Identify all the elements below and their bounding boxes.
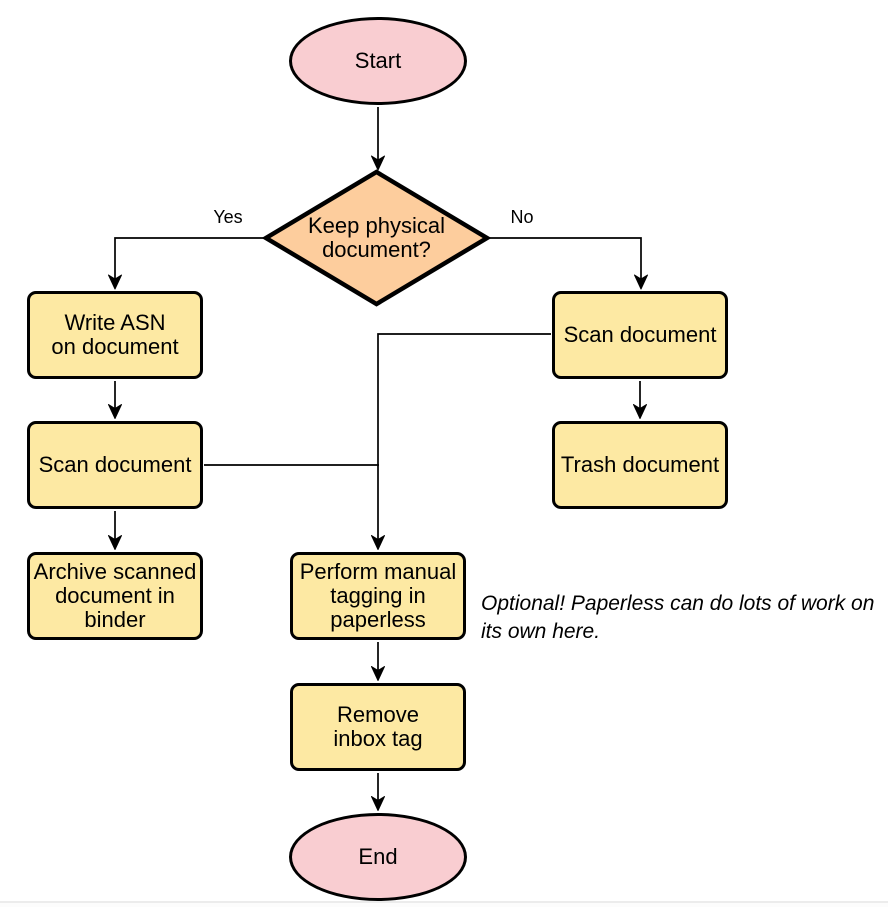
optional-note-line-2: its own here. (481, 620, 601, 643)
node-remove-inbox-line-1: Remove (337, 702, 419, 727)
node-scan-right-label: Scan document (563, 322, 717, 347)
edge-label-no: No (497, 206, 547, 228)
decision-diamond-shape (261, 169, 492, 307)
optional-note: Optional! Paperless can do lots of work … (481, 590, 874, 646)
edge-label-yes: Yes (203, 206, 253, 228)
node-decision-line-1: Keep physical (308, 213, 445, 238)
node-trash-label: Trash document (560, 452, 720, 477)
node-start: Start (289, 17, 467, 105)
node-archive-binder: Archive scanned document in binder (27, 552, 203, 640)
node-decision-label: Keep physical document? (266, 196, 487, 280)
node-tagging-line-3: paperless (330, 607, 426, 632)
node-end: End (289, 813, 467, 901)
edge-decision-yes-to-write-asn (108, 237, 265, 290)
edge-scan-right-to-tagging (371, 333, 551, 550)
node-start-label: Start (354, 48, 402, 73)
node-write-asn: Write ASN on document (27, 291, 203, 379)
node-write-asn-line-2: on document (51, 334, 179, 359)
node-archive-line-2: document in (55, 583, 175, 608)
node-tagging-line-1: Perform manual (299, 559, 457, 584)
node-scan-document-right: Scan document (552, 291, 728, 379)
node-tagging-line-2: tagging in (330, 583, 426, 608)
node-decision-line-2: document? (322, 237, 431, 262)
node-trash-document: Trash document (552, 421, 728, 509)
bottom-strip (0, 902, 888, 907)
node-end-label: End (358, 844, 398, 869)
optional-note-line-1: Optional! Paperless can do lots of work … (481, 592, 875, 615)
node-write-asn-line-1: Write ASN (64, 310, 166, 335)
node-manual-tagging: Perform manual tagging in paperless (290, 552, 466, 640)
bottom-divider (0, 901, 888, 903)
node-archive-line-1: Archive scanned (33, 559, 197, 584)
node-archive-line-3: binder (84, 607, 146, 632)
node-remove-inbox-line-2: inbox tag (333, 726, 423, 751)
node-scan-left-label: Scan document (38, 452, 192, 477)
edge-decision-no-to-scan-right (488, 237, 648, 290)
node-remove-inbox-tag: Remove inbox tag (290, 683, 466, 771)
node-scan-document-left: Scan document (27, 421, 203, 509)
